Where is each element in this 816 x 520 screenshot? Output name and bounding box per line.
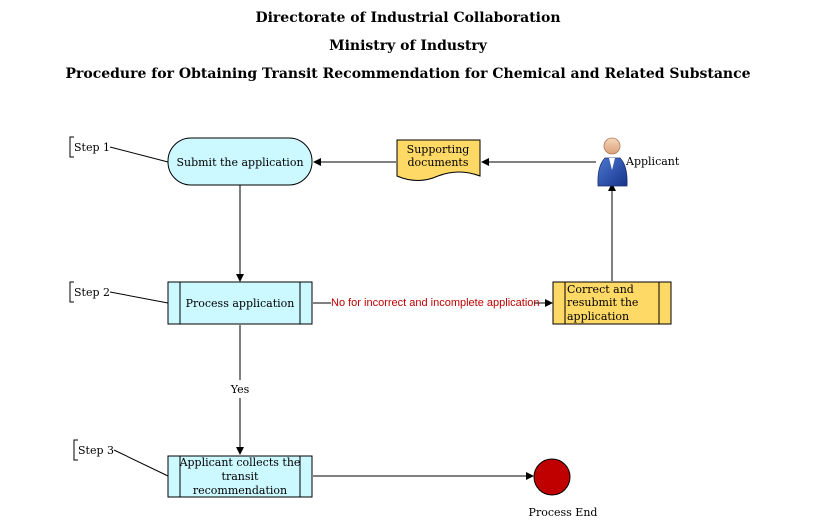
node-submit-label: Submit the application bbox=[176, 156, 303, 169]
node-correct-label-1: Correct and bbox=[567, 283, 634, 296]
node-correct-label-2: resubmit the bbox=[567, 296, 638, 309]
step-3-marker: Step 3 bbox=[73, 439, 169, 477]
node-end-label: Process End bbox=[529, 506, 598, 519]
edge-no-label: No for incorrect and incomplete applicat… bbox=[331, 297, 540, 309]
edge-yes-label: Yes bbox=[230, 383, 250, 396]
step-3-label: Step 3 bbox=[78, 444, 114, 457]
step-2-marker: Step 2 bbox=[69, 281, 169, 304]
node-supporting-label-2: documents bbox=[408, 156, 469, 169]
header-directorate: Directorate of Industrial Collaboration bbox=[255, 10, 561, 26]
node-applicant: Applicant bbox=[597, 137, 680, 187]
node-correct-resubmit: Correct and resubmit the application bbox=[552, 281, 672, 325]
node-correct-label-3: application bbox=[567, 310, 629, 323]
step-2-label: Step 2 bbox=[74, 286, 110, 299]
node-process-label: Process application bbox=[186, 297, 295, 310]
node-collect-label-1: Applicant collects the bbox=[179, 456, 301, 469]
step-1-marker: Step 1 bbox=[69, 136, 169, 163]
step-1-label: Step 1 bbox=[74, 141, 110, 154]
node-applicant-label: Applicant bbox=[625, 155, 680, 168]
node-process-end: Process End bbox=[529, 458, 598, 519]
node-collect-label-3: recommendation bbox=[193, 484, 287, 497]
node-submit-application: Submit the application bbox=[167, 137, 313, 186]
node-process-application: Process application bbox=[167, 281, 313, 325]
person-icon bbox=[597, 137, 628, 187]
node-supporting-label-1: Supporting bbox=[407, 143, 470, 156]
node-collect-recommendation: Applicant collects the transit recommend… bbox=[167, 455, 313, 498]
header-procedure-title: Procedure for Obtaining Transit Recommen… bbox=[65, 66, 751, 82]
node-supporting-documents: Supporting documents bbox=[396, 139, 481, 181]
header-ministry: Ministry of Industry bbox=[329, 38, 487, 54]
node-collect-label-2: transit bbox=[222, 470, 259, 483]
